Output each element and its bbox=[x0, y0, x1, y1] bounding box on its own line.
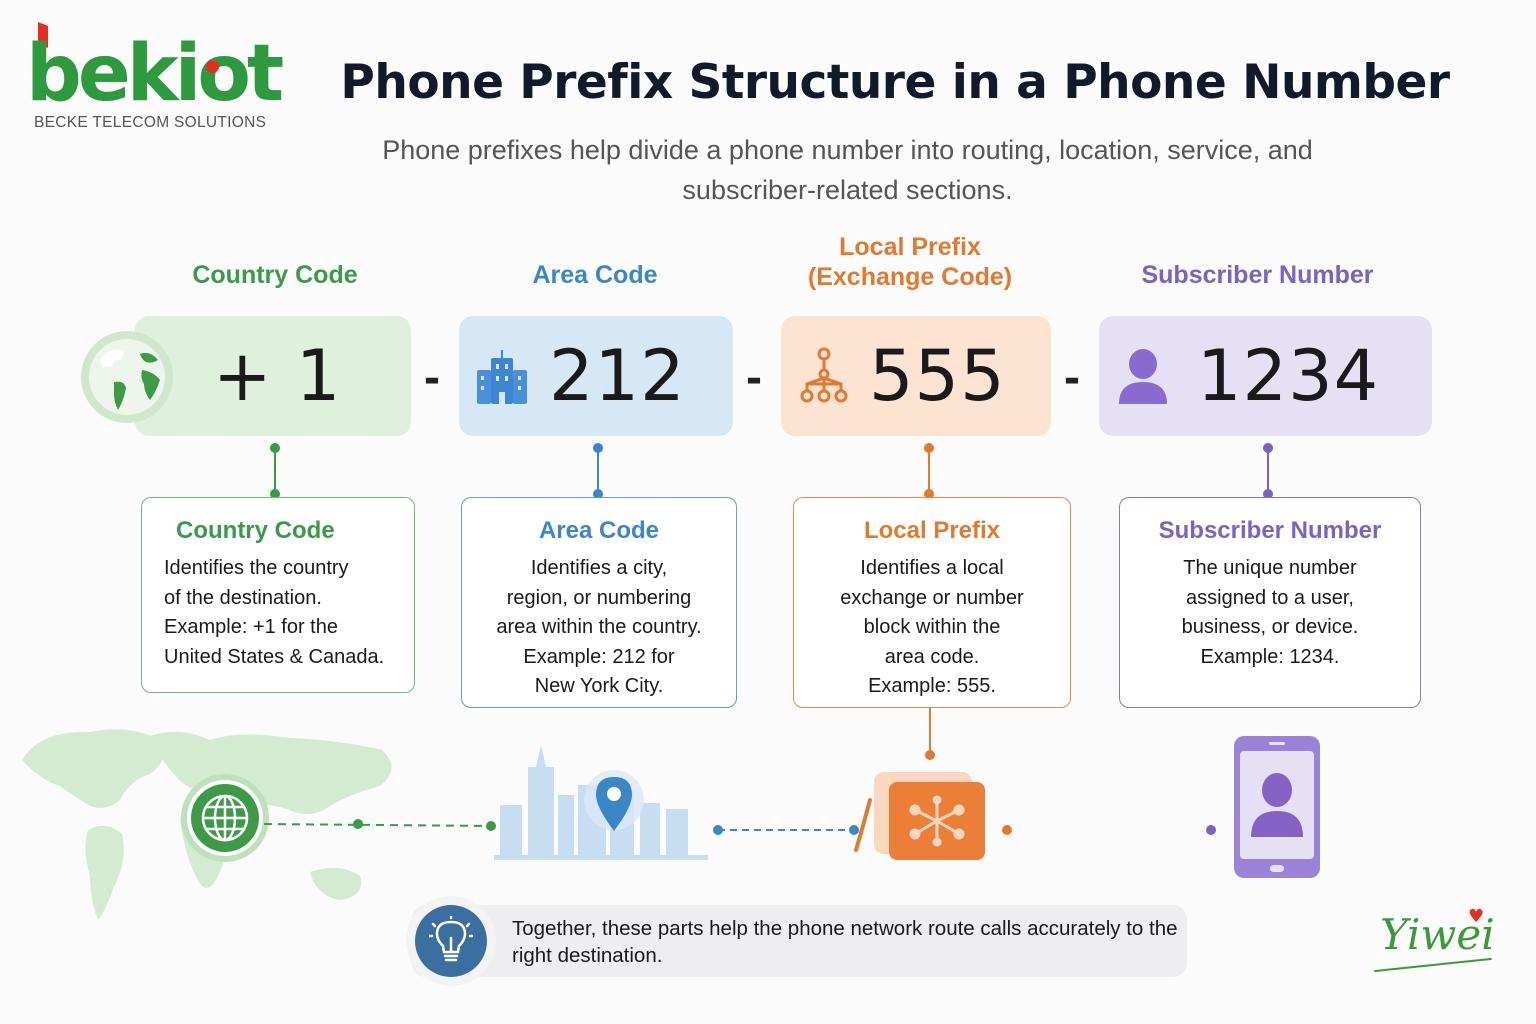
signature-text: Yiwei bbox=[1380, 910, 1495, 959]
card-description: Identifies the country of the destinatio… bbox=[164, 557, 385, 668]
connector-line bbox=[1267, 448, 1269, 494]
area-code-value: 212 bbox=[549, 335, 686, 417]
number-box-country: + 1 bbox=[135, 316, 411, 436]
card-description: The unique number assigned to a user, bu… bbox=[1181, 557, 1359, 668]
card-subscriber-number: Subscriber Number The unique number assi… bbox=[1119, 497, 1421, 708]
subscriber-number-value: 1234 bbox=[1197, 335, 1380, 417]
exchange-hub-icon bbox=[852, 770, 992, 865]
route-line-local-to-subscriber bbox=[1001, 823, 1219, 837]
user-icon bbox=[1115, 346, 1171, 406]
number-box-subscriber: 1234 bbox=[1099, 316, 1432, 436]
logo-tagline: BECKE TELECOM SOLUTIONS bbox=[34, 114, 267, 131]
header-country-code: Country Code bbox=[192, 261, 358, 289]
signature-logo: Yiwei ♥ bbox=[1374, 906, 1495, 973]
globe-icon bbox=[80, 330, 175, 425]
signature-underline bbox=[1374, 957, 1492, 973]
separator-dash: - bbox=[424, 351, 440, 404]
connector-dot bbox=[270, 489, 280, 499]
header-area-code: Area Code bbox=[532, 261, 658, 289]
card-description: Identifies a local exchange or number bl… bbox=[840, 557, 1024, 697]
card-title: Subscriber Number bbox=[1158, 517, 1382, 544]
header-subscriber-number: Subscriber Number bbox=[1141, 261, 1374, 289]
card-country-code: Country Code Identifies the country of t… bbox=[141, 497, 415, 693]
smartphone-user-icon bbox=[1233, 735, 1321, 879]
city-skyline-pin-icon bbox=[490, 745, 710, 860]
network-hierarchy-icon bbox=[797, 346, 851, 406]
separator-dash: - bbox=[1064, 351, 1080, 404]
building-icon bbox=[475, 346, 529, 406]
number-box-area: 212 bbox=[459, 316, 733, 436]
connector-dot bbox=[924, 489, 934, 499]
page-title: Phone Prefix Structure in a Phone Number bbox=[340, 55, 1450, 110]
summary-note bbox=[412, 905, 1187, 977]
card-description: Identifies a city, region, or numbering … bbox=[496, 557, 702, 697]
connector-dot bbox=[593, 489, 603, 499]
brand-logo: bekiot BECKE TELECOM SOLUTIONS bbox=[26, 22, 286, 139]
connector-line bbox=[274, 448, 276, 494]
heart-icon: ♥ bbox=[1468, 906, 1485, 927]
connector-dot bbox=[1263, 489, 1273, 499]
number-box-local: 555 bbox=[781, 316, 1051, 436]
route-line-country-to-area bbox=[263, 818, 499, 832]
card-local-prefix: Local Prefix Identifies a local exchange… bbox=[793, 497, 1071, 708]
logo-wordmark: bekiot bbox=[26, 29, 284, 119]
globe-grid-icon bbox=[180, 773, 270, 863]
connector-line bbox=[928, 448, 930, 494]
card-title: Local Prefix bbox=[863, 517, 1001, 544]
card-area-code: Area Code Identifies a city, region, or … bbox=[461, 497, 737, 708]
connector-line bbox=[929, 708, 931, 754]
header-local-prefix: Local Prefix (Exchange Code) bbox=[807, 233, 1013, 291]
route-line-area-to-local bbox=[712, 823, 862, 837]
page-subtitle: Phone prefixes help divide a phone numbe… bbox=[382, 135, 1313, 205]
local-prefix-value: 555 bbox=[869, 335, 1006, 417]
separator-dash: - bbox=[746, 351, 762, 404]
lightbulb-icon bbox=[415, 905, 487, 977]
logo-dot-accent bbox=[206, 60, 219, 73]
card-title: Area Code bbox=[538, 517, 660, 544]
country-code-value: + 1 bbox=[213, 335, 342, 417]
card-title: Country Code bbox=[176, 517, 335, 544]
summary-note-text: Together, these parts help the phone net… bbox=[512, 917, 1178, 967]
connector-line bbox=[597, 448, 599, 494]
lightbulb-badge bbox=[406, 896, 496, 986]
connector-dot bbox=[925, 750, 935, 760]
